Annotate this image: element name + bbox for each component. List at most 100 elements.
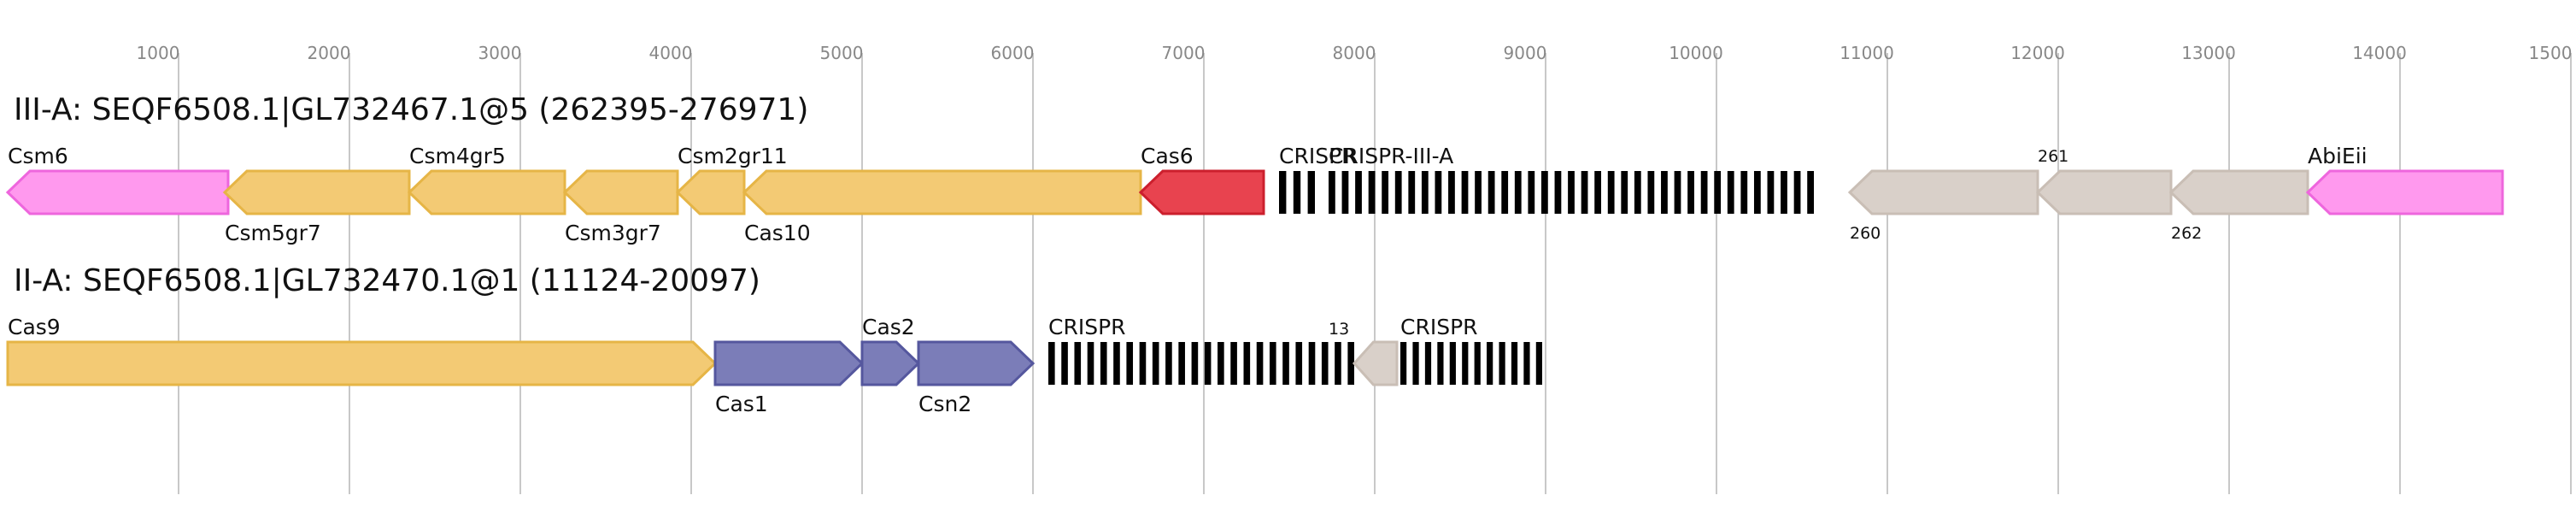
tick-label: 2000 <box>308 43 351 63</box>
crispr-repeat <box>1554 171 1562 214</box>
gene-label: Csn2 <box>918 392 971 416</box>
gene-arrow <box>6 340 718 386</box>
crispr-repeat <box>1793 171 1801 214</box>
gene-label: 262 <box>2171 224 2202 243</box>
crispr-repeat <box>1408 171 1416 214</box>
crispr-repeat <box>1781 171 1787 214</box>
crispr-repeat <box>1647 171 1655 214</box>
crispr-repeat <box>1437 342 1444 385</box>
gene-label: 260 <box>1850 224 1881 243</box>
crispr-repeat <box>1048 342 1055 385</box>
track-2: II-A: SEQF6508.1|GL732470.1@1 (11124-200… <box>6 263 1542 416</box>
tick-label: 9000 <box>1504 43 1547 63</box>
gene-label: Csm3gr7 <box>565 221 661 245</box>
crispr-repeat <box>1412 342 1419 385</box>
tick-label: 7000 <box>1162 43 1206 63</box>
gene-arrow <box>742 169 1142 215</box>
crispr-repeat <box>1295 342 1303 385</box>
tick-label: 8000 <box>1333 43 1376 63</box>
crispr-repeat <box>1307 171 1315 214</box>
crispr-repeat <box>1501 171 1509 214</box>
crispr-label: CRISPR <box>1048 315 1126 339</box>
crispr-repeat <box>1355 171 1362 214</box>
crispr-repeat <box>1087 342 1094 385</box>
crispr-repeat <box>1753 171 1761 214</box>
crispr-repeat <box>1448 171 1455 214</box>
gene-label: Cas2 <box>862 315 915 339</box>
gene-arrow <box>860 340 921 386</box>
crispr-repeat <box>1424 342 1432 385</box>
crispr-repeat <box>1523 342 1530 385</box>
crispr-repeat <box>1074 342 1082 385</box>
crispr-repeat <box>1581 171 1588 214</box>
gene-arrow <box>2035 169 2173 215</box>
gene-arrow <box>562 169 679 215</box>
tick-label: 14000 <box>2352 43 2407 63</box>
crispr-repeat <box>1474 342 1481 385</box>
gene-arrow <box>713 340 865 386</box>
crispr-repeat <box>1461 171 1469 214</box>
crispr-repeat <box>1634 171 1641 214</box>
crispr-repeat <box>1714 171 1722 214</box>
crispr-repeat <box>1061 342 1068 385</box>
crispr-repeat <box>1514 171 1522 214</box>
crispr-repeat <box>1700 171 1708 214</box>
crispr-repeat <box>1727 171 1734 214</box>
crispr-repeat <box>1204 342 1212 385</box>
crispr-repeat <box>1661 171 1668 214</box>
crispr-repeat <box>1269 342 1276 385</box>
tick-label: 4000 <box>649 43 693 63</box>
crispr-repeat <box>1511 342 1518 385</box>
crispr-repeat <box>1449 342 1456 385</box>
tick-label: 13000 <box>2181 43 2236 63</box>
crispr-repeat <box>1487 342 1493 385</box>
crispr-repeat <box>1475 171 1482 214</box>
crispr-repeat <box>1341 171 1349 214</box>
crispr-repeat <box>1607 171 1615 214</box>
crispr-repeat <box>1139 342 1147 385</box>
tick-label: 5000 <box>820 43 864 63</box>
crispr-repeat <box>1152 342 1159 385</box>
crispr-repeat <box>1243 342 1251 385</box>
crispr-repeat <box>1687 171 1694 214</box>
crispr-repeat <box>1165 342 1172 385</box>
crispr-repeat <box>1394 171 1402 214</box>
gene-arrow <box>2168 169 2309 215</box>
tick-label: 11000 <box>1840 43 1894 63</box>
crispr-repeat <box>1308 342 1316 385</box>
track-title: III-A: SEQF6508.1|GL732467.1@5 (262395-2… <box>14 92 808 127</box>
crispr-label: CRISPR <box>1279 144 1357 168</box>
crispr-repeat <box>1674 171 1681 214</box>
gene-arrow <box>2305 169 2504 215</box>
crispr-repeat <box>1191 342 1199 385</box>
track-1: III-A: SEQF6508.1|GL732467.1@5 (262395-2… <box>5 92 2504 245</box>
gene-label: Csm4gr5 <box>409 144 506 168</box>
crispr-repeat <box>1126 342 1134 385</box>
crispr-repeat <box>1329 171 1335 214</box>
crispr-repeat <box>1528 171 1535 214</box>
crispr-repeat <box>1293 171 1301 214</box>
crispr-repeat <box>1767 171 1775 214</box>
crispr-repeat <box>1282 342 1289 385</box>
crispr-repeat <box>1256 342 1264 385</box>
tick-label: 1000 <box>137 43 180 63</box>
crispr-repeat <box>1230 342 1237 385</box>
tick-label: 1500 <box>2529 43 2573 63</box>
gene-label: Csm5gr7 <box>225 221 321 245</box>
gene-label: AbiEii <box>2308 144 2368 168</box>
crispr-repeat <box>1400 342 1407 385</box>
crispr-repeat <box>1499 342 1505 385</box>
crispr-repeat <box>1113 342 1120 385</box>
crispr-repeat <box>1218 342 1224 385</box>
crispr-repeat <box>1740 171 1748 214</box>
gene-arrow <box>675 169 746 215</box>
tick-label: 6000 <box>991 43 1035 63</box>
gene-label: Csm2gr11 <box>678 144 788 168</box>
tick-label: 3000 <box>478 43 522 63</box>
gene-label: Cas9 <box>8 315 61 339</box>
track-title: II-A: SEQF6508.1|GL732470.1@1 (11124-200… <box>14 263 760 298</box>
gene-arrow <box>222 169 411 215</box>
gene-arrow <box>407 169 566 215</box>
crispr-repeat <box>1368 171 1376 214</box>
